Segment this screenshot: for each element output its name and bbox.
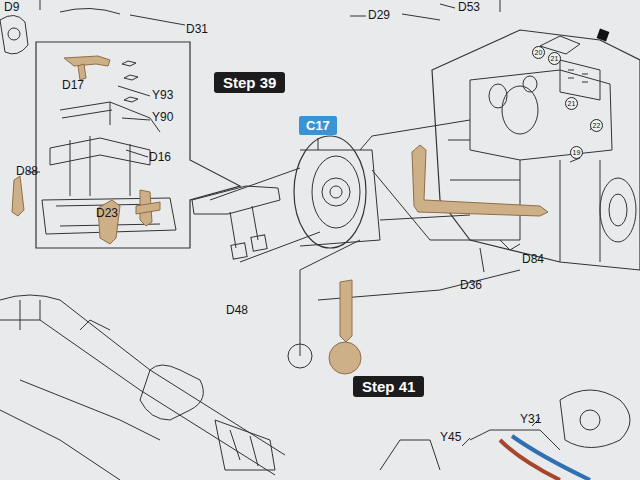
- step-heading: Step 41: [353, 376, 424, 397]
- callout-number-text: 21: [568, 100, 576, 107]
- callout-number-text: 22: [593, 122, 601, 129]
- callout-number-text: 19: [573, 149, 581, 156]
- part-label: D84: [522, 252, 544, 266]
- callout-number: 20: [532, 46, 545, 59]
- part-label: D23: [96, 206, 118, 220]
- part-label: Y31: [520, 412, 541, 426]
- part-label: D48: [226, 303, 248, 317]
- part-callout: C17: [299, 116, 337, 135]
- part-label: Y90: [152, 110, 173, 124]
- part-label: D88: [16, 164, 38, 178]
- part-label: D36: [460, 278, 482, 292]
- callout-number-text: 20: [535, 49, 543, 56]
- part-callout-text: C17: [306, 118, 330, 133]
- callout-number-text: 21: [551, 55, 559, 62]
- callout-number: 21: [565, 97, 578, 110]
- callout-number: 19: [570, 146, 583, 159]
- part-label: D53: [458, 0, 480, 14]
- callout-number: 22: [590, 119, 603, 132]
- step-heading-text: Step 39: [223, 74, 276, 91]
- part-label: D9: [4, 0, 19, 14]
- part-label: Y93: [152, 88, 173, 102]
- part-label: D29: [368, 8, 390, 22]
- part-label: D31: [186, 22, 208, 36]
- part-label: D17: [62, 78, 84, 92]
- callout-number: 21: [548, 52, 561, 65]
- step-heading: Step 39: [214, 72, 285, 93]
- part-label: D16: [149, 150, 171, 164]
- step-heading-text: Step 41: [362, 378, 415, 395]
- part-label: Y45: [440, 430, 461, 444]
